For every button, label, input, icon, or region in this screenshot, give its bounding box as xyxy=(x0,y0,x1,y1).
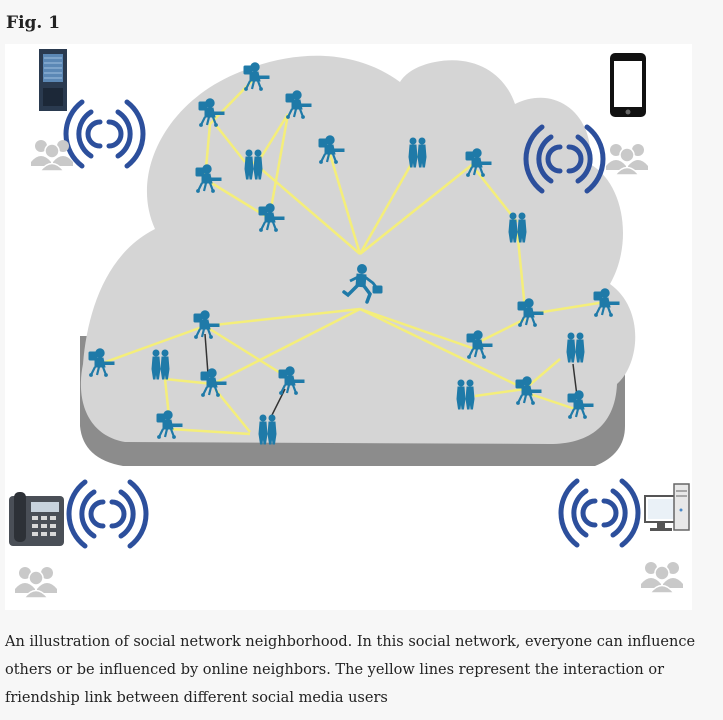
server-icon xyxy=(39,49,67,111)
signal-waves-icon xyxy=(66,479,149,549)
user-group-icon xyxy=(14,566,58,599)
smartphone-icon xyxy=(610,53,646,117)
user-group-icon xyxy=(605,143,649,176)
figure-caption: An illustration of social network neighb… xyxy=(5,634,696,706)
user-group-icon xyxy=(30,139,74,172)
signal-waves-icon xyxy=(63,99,146,169)
figure-illustration xyxy=(5,44,692,610)
figure-label: Fig. 1 xyxy=(6,13,61,33)
desktop-computer-icon xyxy=(644,483,690,531)
signal-waves-icon xyxy=(558,478,641,548)
user-group-icon xyxy=(640,561,684,594)
network-diagram xyxy=(9,49,690,599)
desk-phone-icon xyxy=(9,492,64,546)
signal-waves-icon xyxy=(523,124,606,194)
